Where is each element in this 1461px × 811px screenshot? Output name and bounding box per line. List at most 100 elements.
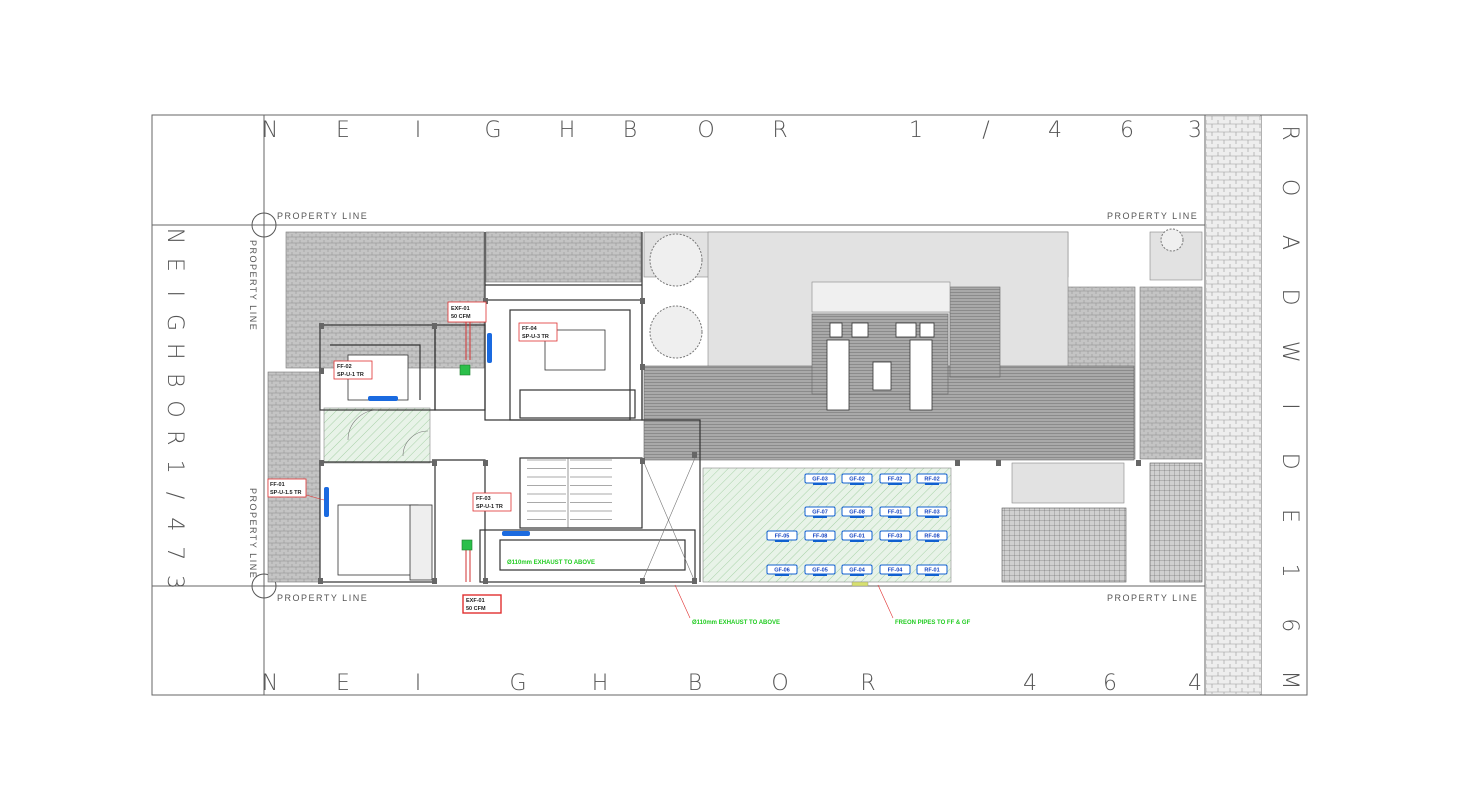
svg-text:GF-01: GF-01: [849, 534, 865, 540]
structural-column: [996, 460, 1001, 466]
structural-column: [640, 578, 645, 584]
svg-text:SP-U-3 TR: SP-U-3 TR: [522, 334, 549, 340]
grid-paving: [1149, 462, 1203, 583]
equipment-tag-ff01: FF-01 SP-U-1.5 TR: [267, 478, 325, 501]
equipment-tag-ff02: FF-02 SP-U-1 TR: [333, 360, 373, 380]
equipment-tag-exf01-bottom: EXF-01 50 CFM: [462, 594, 502, 614]
label-letter: H: [162, 343, 187, 360]
label-letter: O: [1277, 179, 1302, 196]
outdoor-unit: GF-06: [766, 564, 798, 576]
label-letter: 7: [162, 546, 187, 560]
svg-text:RF-08: RF-08: [924, 534, 939, 540]
label-letter: I: [415, 118, 422, 143]
indoor-unit-icon: [324, 333, 530, 536]
fan-icon: [459, 364, 473, 551]
structural-column: [432, 323, 437, 329]
outdoor-unit: FF-05: [766, 530, 798, 542]
label-letter: N: [262, 671, 278, 696]
outdoor-unit: RF-08: [916, 530, 948, 542]
outdoor-unit: GF-03: [804, 473, 836, 485]
pergola-band: [811, 281, 951, 313]
svg-text:GF-02: GF-02: [849, 477, 865, 483]
leader-line: [674, 584, 691, 619]
svg-text:FF-03: FF-03: [476, 496, 491, 502]
terrace-deck: [949, 286, 1001, 378]
structural-column: [319, 323, 324, 329]
structural-column: [432, 578, 437, 584]
structural-column: [640, 298, 645, 304]
label-letter: B: [162, 373, 187, 387]
outdoor-unit: GF-01: [841, 530, 873, 542]
equipment-tag-exf01-top: EXF-01 50 CFM: [447, 301, 487, 323]
label-letter: B: [623, 118, 637, 143]
svg-text:FF-05: FF-05: [775, 534, 790, 540]
outdoor-unit: GF-07: [804, 506, 836, 518]
svg-text:FF-08: FF-08: [813, 534, 828, 540]
svg-text:FF-03: FF-03: [888, 534, 903, 540]
freon-pipe-marker: [851, 581, 869, 587]
label-letter: H: [592, 671, 609, 696]
label-letter: N: [262, 118, 278, 143]
svg-text:SP-U-1.5 TR: SP-U-1.5 TR: [270, 490, 302, 496]
label-letter: 4: [1048, 118, 1062, 143]
exhaust-note: Ø110mm EXHAUST TO ABOVE: [507, 560, 595, 566]
svg-text:FF-02: FF-02: [888, 477, 903, 483]
shaft-lines: [347, 409, 696, 583]
outdoor-unit: FF-01: [879, 506, 911, 518]
outdoor-unit: GF-02: [841, 473, 873, 485]
label-letter: 4: [1188, 671, 1202, 696]
label-letter: A: [1277, 235, 1302, 250]
structural-column: [483, 578, 488, 584]
structural-column: [432, 460, 437, 466]
svg-text:GF-03: GF-03: [812, 477, 828, 483]
property-corner-marker: [251, 212, 277, 238]
grid-paving: [1001, 507, 1127, 583]
label-letter: 6: [1120, 118, 1134, 143]
tree-icon: [649, 228, 1184, 359]
label-letter: G: [509, 671, 526, 696]
label-letter: E: [1277, 509, 1302, 523]
svg-text:GF-06: GF-06: [774, 568, 790, 574]
svg-text:RF-02: RF-02: [924, 477, 939, 483]
label-letter: R: [1277, 125, 1302, 140]
svg-text:RF-01: RF-01: [924, 568, 939, 574]
exhaust-note: Ø110mm EXHAUST TO ABOVE: [692, 620, 780, 626]
svg-text:50 CFM: 50 CFM: [451, 314, 471, 320]
outdoor-unit: GF-05: [804, 564, 836, 576]
svg-text:50 CFM: 50 CFM: [466, 606, 486, 612]
label-letter: 1: [1277, 564, 1302, 578]
label-letter: 4: [1023, 671, 1037, 696]
hatched-zone: [323, 407, 431, 464]
property-line-label: PROPERTY LINE: [277, 211, 368, 221]
property-line-label: PROPERTY LINE: [1107, 211, 1198, 221]
svg-text:FF-04: FF-04: [888, 568, 904, 574]
building-walls: [319, 232, 701, 583]
svg-text:GF-08: GF-08: [849, 510, 865, 516]
label-letter: R: [772, 118, 787, 143]
svg-text:GF-05: GF-05: [812, 568, 828, 574]
structural-column: [319, 368, 324, 374]
structural-column: [483, 460, 488, 466]
label-letter: I: [415, 671, 422, 696]
svg-text:SP-U-1 TR: SP-U-1 TR: [476, 504, 503, 510]
property-line-label: PROPERTY LINE: [1107, 593, 1198, 603]
structural-column: [955, 460, 960, 466]
outdoor-unit: RF-01: [916, 564, 948, 576]
outdoor-unit-zone: [702, 467, 952, 583]
label-letter: H: [559, 118, 576, 143]
label-letter: D: [1277, 453, 1302, 470]
structural-column: [1136, 460, 1141, 466]
structural-column: [319, 460, 324, 466]
property-corner-marker: [251, 573, 277, 599]
label-letter: /: [162, 492, 187, 500]
property-line-label: PROPERTY LINE: [248, 488, 258, 579]
equipment-tag-ff04: FF-04 SP-U-3 TR: [518, 322, 558, 342]
outdoor-unit: GF-04: [841, 564, 873, 576]
label-letter: G: [484, 118, 501, 143]
svg-text:EXF-01: EXF-01: [466, 598, 485, 604]
label-letter: E: [162, 258, 187, 272]
label-letter: 3: [162, 575, 187, 589]
